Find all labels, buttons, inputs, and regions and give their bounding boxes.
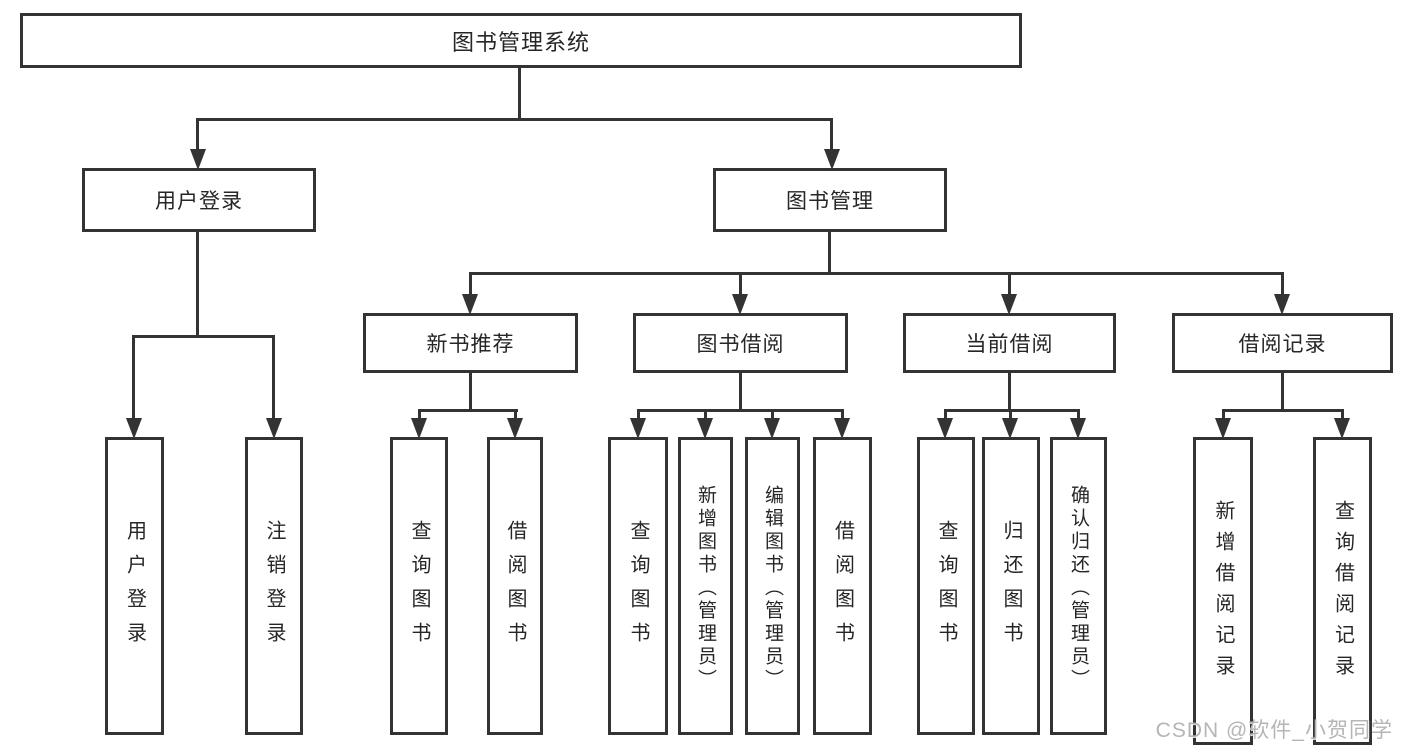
leaf-borrow-query-label: 查询图书 (627, 520, 649, 656)
connector-line (1222, 409, 1344, 412)
connector-line (637, 409, 844, 412)
connector-line (196, 118, 199, 154)
leaf-records-query: 查询借阅记录 (1313, 437, 1372, 745)
connector-line (469, 272, 1284, 275)
connector-line (1281, 373, 1284, 412)
connector-line (518, 68, 521, 118)
leaf-current-return: 归还图书 (982, 437, 1040, 735)
connector-line (132, 335, 135, 421)
connector-line (830, 118, 833, 154)
leaf-newbooks-borrow: 借阅图书 (487, 437, 543, 735)
arrow-down-icon (1334, 418, 1350, 439)
node-book-borrow: 图书借阅 (633, 313, 848, 373)
leaf-records-query-label: 查询借阅记录 (1331, 500, 1354, 686)
arrow-down-icon (462, 294, 478, 315)
connector-line (739, 272, 742, 296)
leaf-user-login-label: 用户登录 (123, 520, 146, 656)
arrow-down-icon (1215, 418, 1231, 439)
leaf-borrow-book-label: 借阅图书 (831, 520, 854, 656)
node-user-login: 用户登录 (82, 168, 316, 232)
arrow-down-icon (1001, 294, 1017, 315)
arrow-down-icon (1070, 418, 1086, 439)
node-user-login-label: 用户登录 (155, 190, 243, 213)
connector-line (704, 409, 707, 421)
connector-line (132, 335, 275, 338)
arrow-down-icon (190, 149, 206, 170)
connector-line (196, 232, 199, 338)
arrow-down-icon (834, 418, 850, 439)
node-book-borrow-label: 图书借阅 (696, 333, 785, 356)
arrow-down-icon (764, 418, 780, 439)
arrow-down-icon (732, 294, 748, 315)
connector-line (739, 373, 742, 412)
node-root-label: 图书管理系统 (451, 29, 590, 55)
connector-line (944, 409, 947, 421)
connector-line (841, 409, 844, 421)
leaf-current-query-label: 查询图书 (935, 520, 957, 656)
leaf-logout-label: 注销登录 (263, 520, 285, 656)
node-current-borrow: 当前借阅 (903, 313, 1116, 373)
leaf-borrow-edit-admin-label: 编辑图书（管理员） (762, 484, 783, 692)
arrow-down-icon (824, 149, 840, 170)
leaf-current-confirm-admin: 确认归还（管理员） (1050, 437, 1107, 735)
node-book-management-label: 图书管理 (786, 190, 874, 213)
node-new-book-recommend-label: 新书推荐 (426, 333, 515, 356)
connector-line (1077, 409, 1080, 421)
node-borrow-records: 借阅记录 (1172, 313, 1393, 373)
connector-line (771, 409, 774, 421)
leaf-borrow-add-admin-label: 新增图书（管理员） (695, 484, 716, 692)
csdn-watermark: CSDN @软件_小贺同学 (1155, 719, 1393, 742)
leaf-records-add: 新增借阅记录 (1193, 437, 1253, 745)
arrow-down-icon (630, 418, 646, 439)
connector-line (196, 118, 833, 121)
connector-line (469, 373, 472, 412)
leaf-records-add-label: 新增借阅记录 (1212, 500, 1234, 686)
connector-line (1281, 272, 1284, 296)
connector-line (1222, 409, 1225, 421)
connector-line (418, 409, 518, 412)
connector-line (418, 409, 421, 421)
connector-line (469, 272, 472, 296)
connector-line (1009, 409, 1012, 421)
node-book-management: 图书管理 (713, 168, 947, 232)
leaf-borrow-edit-admin: 编辑图书（管理员） (745, 437, 800, 735)
node-borrow-records-label: 借阅记录 (1238, 333, 1327, 356)
arrow-down-icon (507, 418, 523, 439)
leaf-logout: 注销登录 (245, 437, 303, 735)
connector-line (1341, 409, 1344, 421)
node-new-book-recommend: 新书推荐 (363, 313, 578, 373)
connector-line (828, 232, 831, 275)
node-current-borrow-label: 当前借阅 (965, 333, 1054, 356)
connector-line (514, 409, 517, 421)
arrow-down-icon (266, 418, 282, 439)
leaf-current-confirm-admin-label: 确认归还（管理员） (1068, 484, 1089, 692)
leaf-borrow-add-admin: 新增图书（管理员） (678, 437, 733, 735)
connector-line (944, 409, 1080, 412)
leaf-newbooks-borrow-label: 借阅图书 (504, 520, 526, 656)
leaf-borrow-query: 查询图书 (608, 437, 668, 735)
arrow-down-icon (126, 418, 142, 439)
leaf-current-query: 查询图书 (917, 437, 975, 735)
leaf-newbooks-query: 查询图书 (390, 437, 448, 735)
leaf-current-return-label: 归还图书 (1000, 520, 1022, 656)
arrow-down-icon (937, 418, 953, 439)
arrow-down-icon (1274, 294, 1290, 315)
arrow-down-icon (411, 418, 427, 439)
node-root: 图书管理系统 (20, 13, 1022, 68)
connector-line (1008, 272, 1011, 296)
arrow-down-icon (1002, 418, 1018, 439)
leaf-borrow-book: 借阅图书 (813, 437, 872, 735)
leaf-newbooks-query-label: 查询图书 (408, 520, 430, 656)
connector-line (637, 409, 640, 421)
connector-line (1008, 373, 1011, 412)
leaf-user-login: 用户登录 (105, 437, 164, 735)
arrow-down-icon (697, 418, 713, 439)
connector-line (272, 335, 275, 421)
